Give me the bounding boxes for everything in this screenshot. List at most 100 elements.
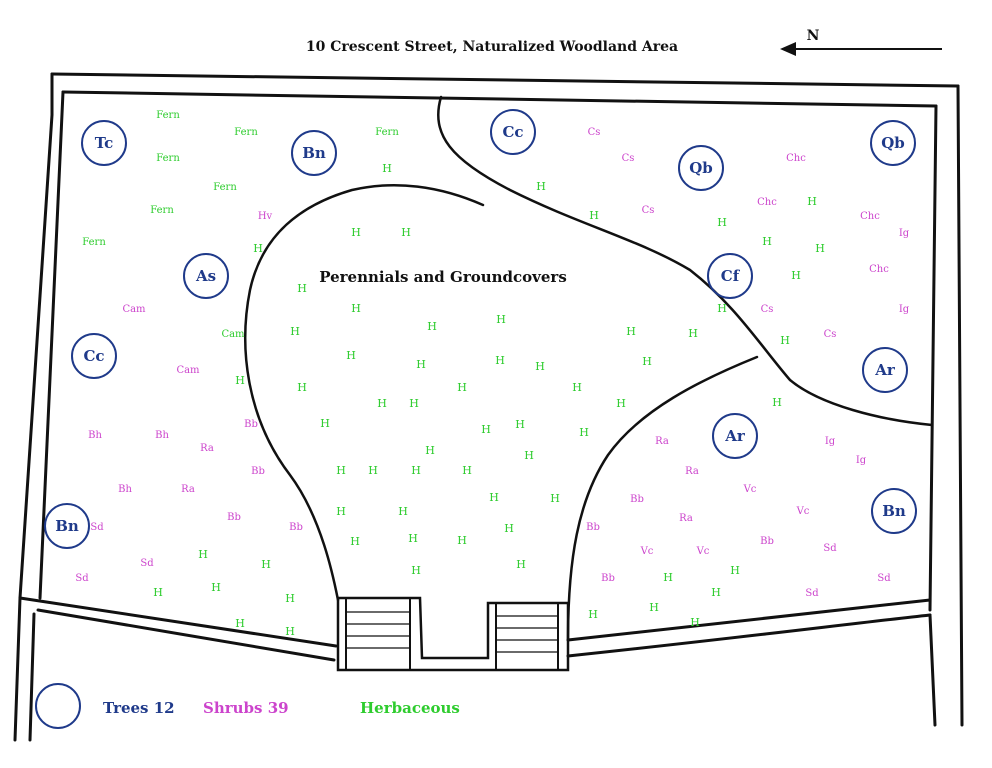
tree-marker: Cc — [490, 109, 536, 155]
north-arrow: N — [780, 28, 942, 56]
herbaceous-label: H — [297, 381, 307, 394]
tree-marker: Cf — [707, 253, 753, 299]
herbaceous-label: H — [762, 235, 772, 248]
shrub-label: Vc — [696, 546, 710, 557]
herbaceous-label: H — [253, 242, 263, 255]
boundary-top-outer — [50, 72, 960, 88]
herbaceous-label: H — [496, 313, 506, 326]
herbaceous-label: H — [290, 325, 300, 338]
tree-label: Ar — [724, 427, 746, 445]
herbaceous-label: H — [211, 581, 221, 594]
shrub-label: Bb — [289, 522, 303, 533]
perennial-bed-right-edge — [566, 355, 759, 642]
herbaceous-label: Fern — [234, 127, 258, 138]
shrub-label: Vc — [796, 506, 810, 517]
shrub-label: Ig — [825, 436, 836, 447]
herbaceous-label: H — [536, 180, 546, 193]
boundary-left-outer — [18, 72, 54, 600]
herbaceous-label: H — [807, 195, 817, 208]
herbaceous-label: H — [368, 464, 378, 477]
herbaceous-label: H — [346, 349, 356, 362]
herbaceous-label: H — [261, 558, 271, 571]
perennial-bed-left-edge — [244, 183, 485, 602]
tree-circle — [71, 333, 117, 379]
herbaceous-label: H — [350, 535, 360, 548]
tree-circle — [81, 120, 127, 166]
tree-circle — [490, 109, 536, 155]
herbaceous-label: H — [588, 608, 598, 621]
herbaceous-label: H — [377, 397, 387, 410]
tree-label: As — [195, 267, 216, 285]
legend-shrubs: Shrubs 39 — [203, 699, 289, 717]
herbaceous-label: H — [153, 586, 163, 599]
herbaceous-label: H — [780, 334, 790, 347]
shrub-label: Vc — [640, 546, 654, 557]
shrub-label: Chc — [786, 153, 806, 164]
shrub-label: Cam — [122, 304, 146, 315]
herbaceous-label: H — [401, 226, 411, 239]
shrub-label: Bb — [586, 522, 600, 533]
tree-label: Ar — [874, 361, 896, 379]
step-treads-right — [496, 615, 558, 653]
shrub-label: Cs — [588, 127, 601, 138]
herbaceous-label: H — [297, 282, 307, 295]
herbaceous-label: H — [408, 532, 418, 545]
legend-trees: Trees 12 — [103, 699, 175, 717]
herbaceous-label: H — [235, 374, 245, 387]
shrub-label: Chc — [757, 197, 777, 208]
herbaceous-label: H — [235, 617, 245, 630]
shrub-label: Ig — [899, 228, 910, 239]
tree-label: Tc — [95, 134, 114, 152]
herbaceous-label: H — [462, 464, 472, 477]
herbaceous-label: H — [416, 358, 426, 371]
herbaceous-label: H — [457, 381, 467, 394]
tree-circle — [678, 145, 724, 191]
herbaceous-label: H — [711, 586, 721, 599]
herbaceous-label: H — [495, 354, 505, 367]
herbaceous-label: H — [425, 444, 435, 457]
herbaceous-label: H — [535, 360, 545, 373]
tree-circle — [862, 347, 908, 393]
north-label: N — [807, 28, 820, 44]
boundary-top-inner — [61, 90, 938, 108]
boundary-right-outer — [956, 84, 964, 727]
herbaceous-label: H — [382, 162, 392, 175]
shrub-label: Bb — [760, 536, 774, 547]
edge-lower-right-outer — [566, 613, 932, 658]
shrub-label: Ra — [181, 484, 195, 495]
tree-marker: Cc — [71, 333, 117, 379]
herbaceous-label: H — [285, 625, 295, 638]
herbaceous-label: H — [489, 491, 499, 504]
herbaceous-label: H — [772, 396, 782, 409]
herbaceous-label: Fern — [156, 153, 180, 164]
tree-circle — [291, 130, 337, 176]
plants-layer: FernFernFernFernFernFernFernHHvHCamCamCa… — [75, 110, 909, 638]
herbaceous-label: H — [336, 464, 346, 477]
herbaceous-label: H — [524, 449, 534, 462]
herbaceous-label: H — [457, 534, 467, 547]
herbaceous-label: H — [481, 423, 491, 436]
shrub-label: Sd — [90, 522, 104, 533]
herbaceous-label: H — [815, 242, 825, 255]
tree-label: Cc — [83, 347, 104, 365]
shrub-label: Ra — [200, 443, 214, 454]
shrub-label: Sd — [805, 588, 819, 599]
steps-outline — [336, 596, 570, 672]
shrub-label: Ra — [655, 436, 669, 447]
tree-label: Bn — [55, 517, 79, 535]
edge-right-bottom-inner — [928, 613, 937, 727]
edge-left-bottom-inner — [28, 612, 36, 742]
herbaceous-label: Fern — [213, 182, 237, 193]
herbaceous-label: H — [626, 325, 636, 338]
shrub-label: Ig — [856, 455, 867, 466]
shrub-label: Bb — [601, 573, 615, 584]
herbaceous-label: H — [616, 397, 626, 410]
tree-marker: Ar — [862, 347, 908, 393]
herbaceous-label: H — [198, 548, 208, 561]
herbaceous-label: H — [649, 601, 659, 614]
tree-marker: Tc — [81, 120, 127, 166]
herbaceous-label: Fern — [375, 127, 399, 138]
herbaceous-label: H — [717, 302, 727, 315]
tree-label: Qb — [881, 134, 905, 152]
